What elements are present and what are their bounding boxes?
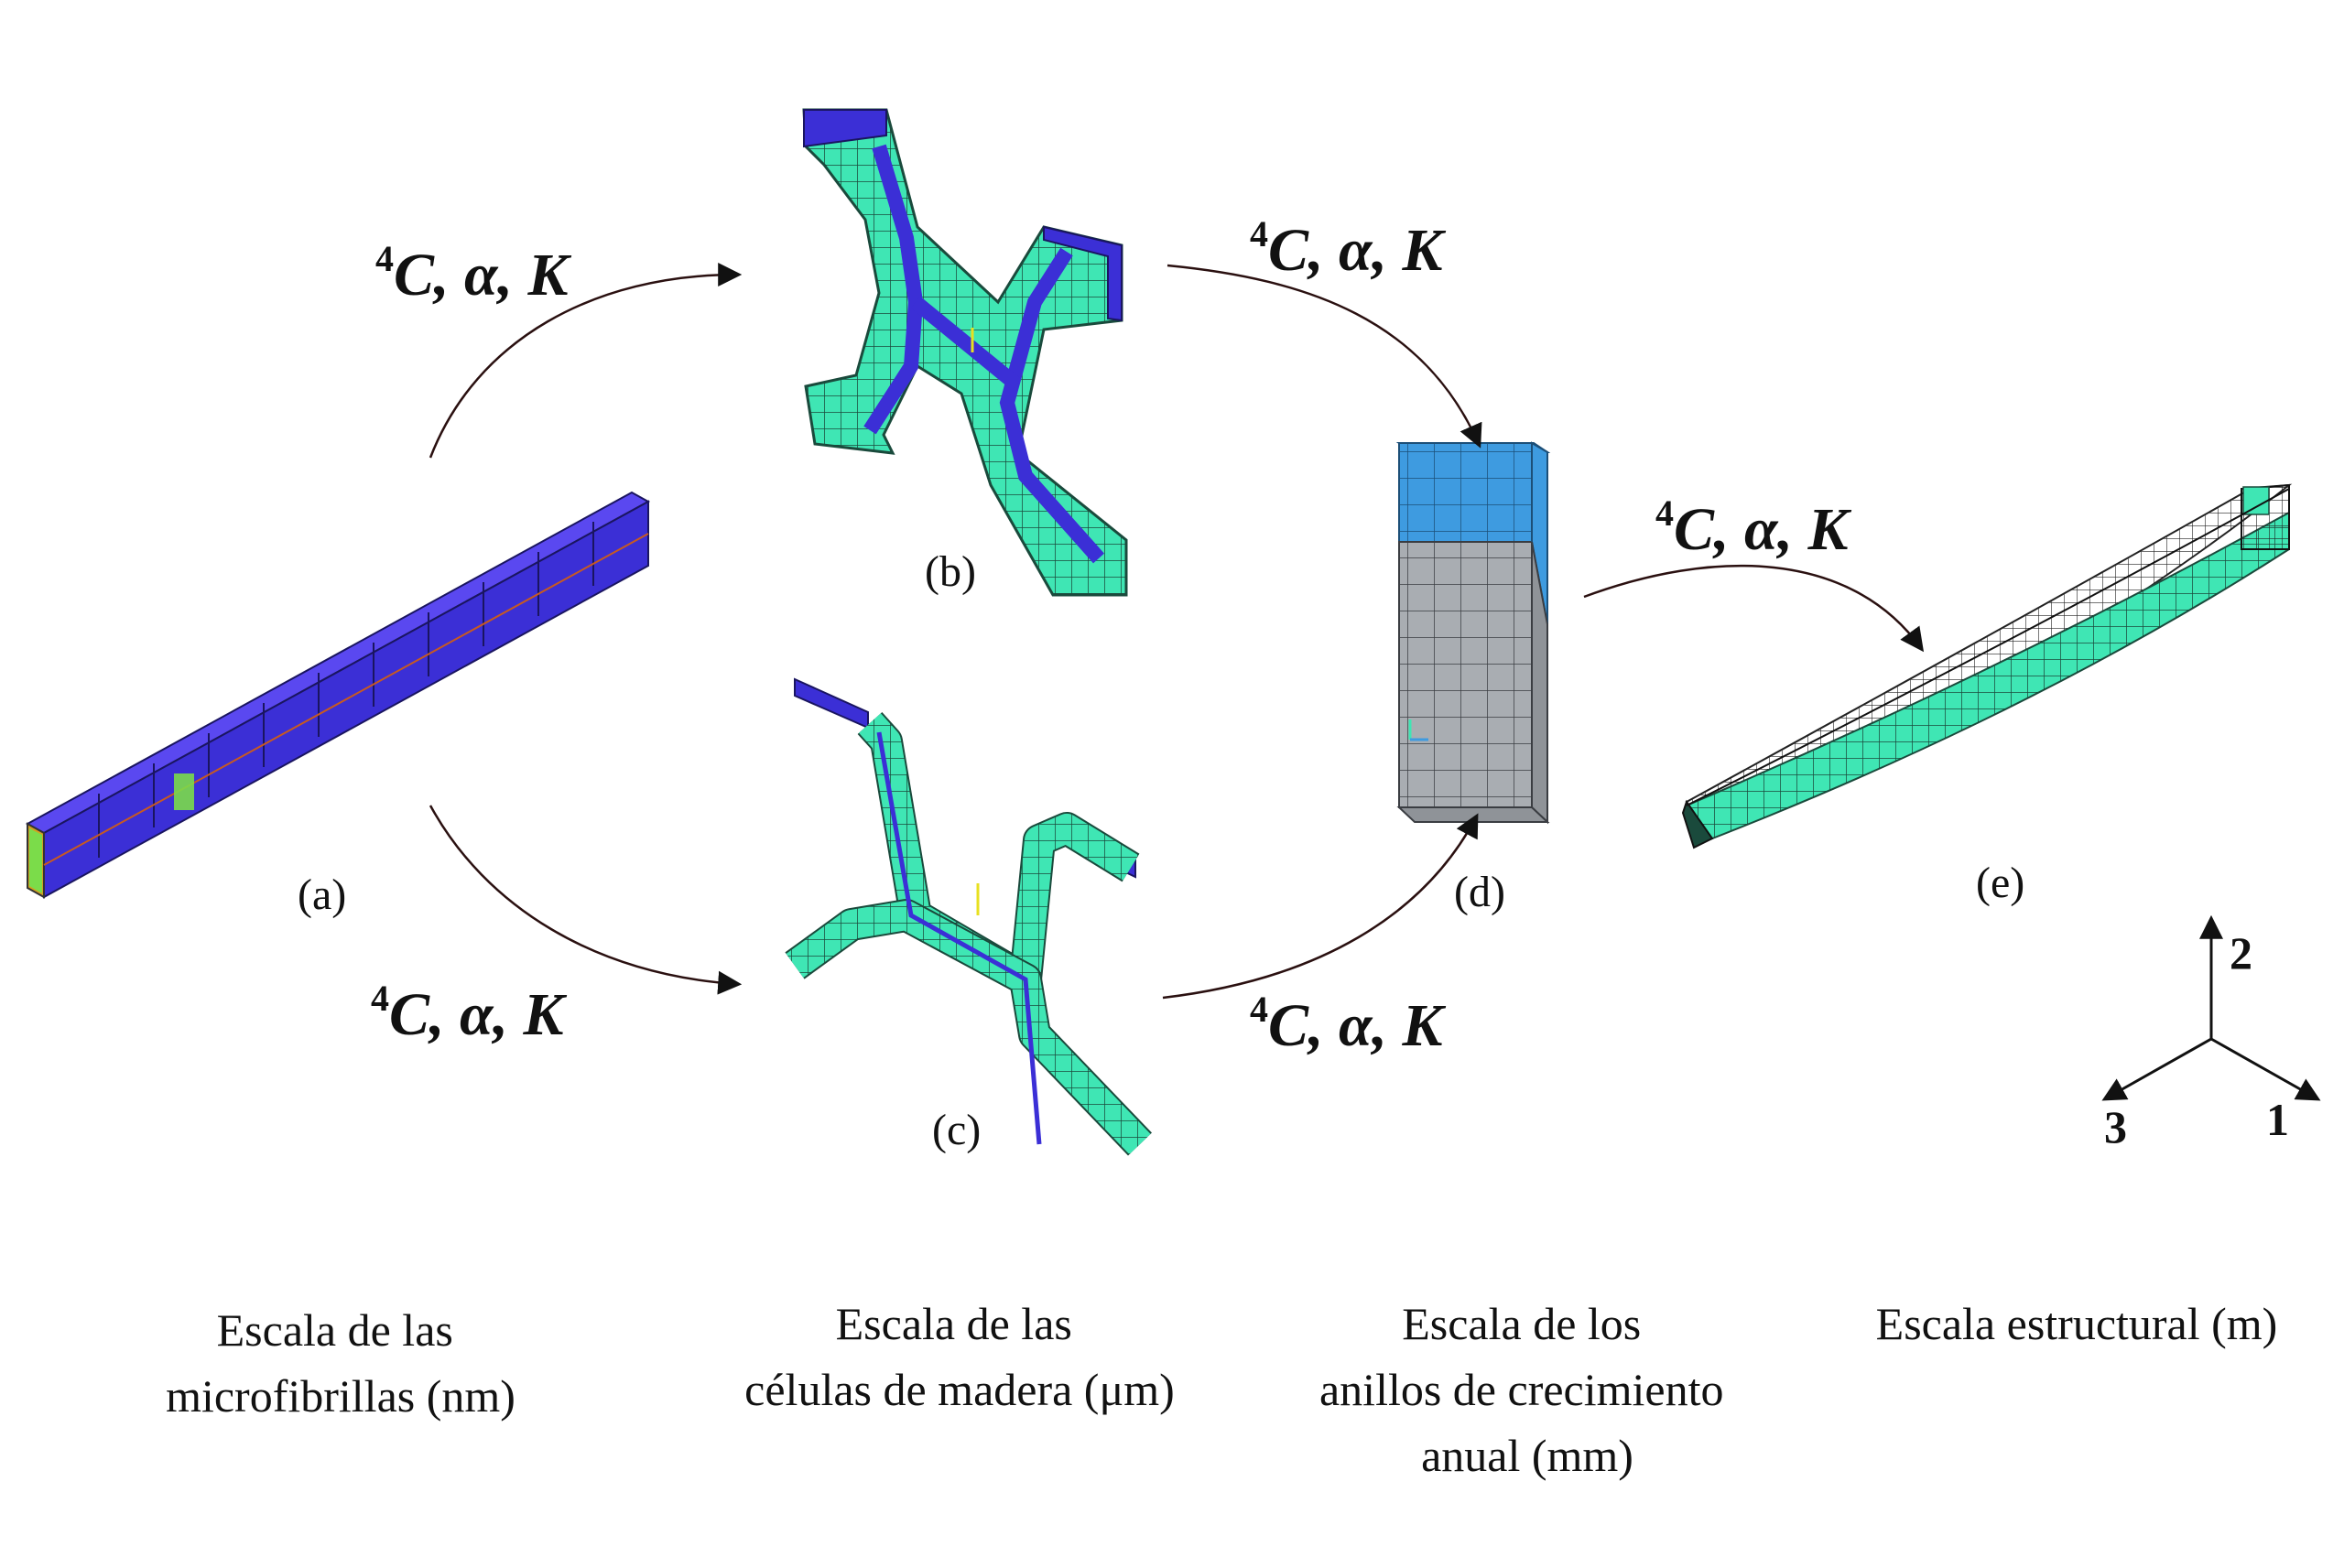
panel-label-a: (a)	[298, 871, 346, 919]
transfer-label-b-d: 4C, α, K	[1250, 213, 1447, 284]
panel-label-e: (e)	[1976, 859, 2024, 907]
arrow-d-to-e	[1583, 564, 1925, 653]
arrow-a-to-c	[429, 805, 743, 995]
growth-ring-mesh	[1395, 441, 1551, 825]
arrow-c-to-d	[1162, 813, 1479, 1000]
panel-label-b: (b)	[925, 547, 976, 596]
cell-wall-mesh-b	[802, 108, 1128, 597]
transfer-label-a-c: 4C, α, K	[371, 978, 568, 1048]
axis-label-1: 1	[2266, 1094, 2289, 1145]
cell-wall-mesh-c	[785, 677, 1152, 1156]
structural-beam-mesh	[1681, 483, 2293, 849]
arrow-a-to-b	[429, 263, 743, 459]
axis-label-3: 3	[2104, 1101, 2127, 1152]
coordinate-axes	[2101, 914, 2321, 1101]
transfer-label-c-d: 4C, α, K	[1250, 989, 1447, 1059]
transfer-label-d-e: 4C, α, K	[1655, 492, 1852, 563]
scale-caption-wood-cells: Escala de las células de madera (μm)	[744, 1298, 1175, 1415]
transfer-arrows	[429, 263, 1925, 1000]
transfer-label-a-b: 4C, α, K	[375, 238, 572, 308]
axis-label-2: 2	[2230, 927, 2252, 979]
scale-caption-structural: Escala estructural (m)	[1876, 1298, 2278, 1349]
scale-caption-microfibrils: Escala de las microfibrillas (nm)	[166, 1304, 515, 1422]
panel-label-d: (d)	[1454, 868, 1505, 916]
arrow-b-to-d	[1167, 264, 1482, 449]
panel-label-c: (c)	[932, 1106, 981, 1154]
microfibril-mesh	[25, 491, 651, 899]
scale-caption-growth-rings: Escala de los anillos de crecimiento anu…	[1319, 1298, 1735, 1481]
